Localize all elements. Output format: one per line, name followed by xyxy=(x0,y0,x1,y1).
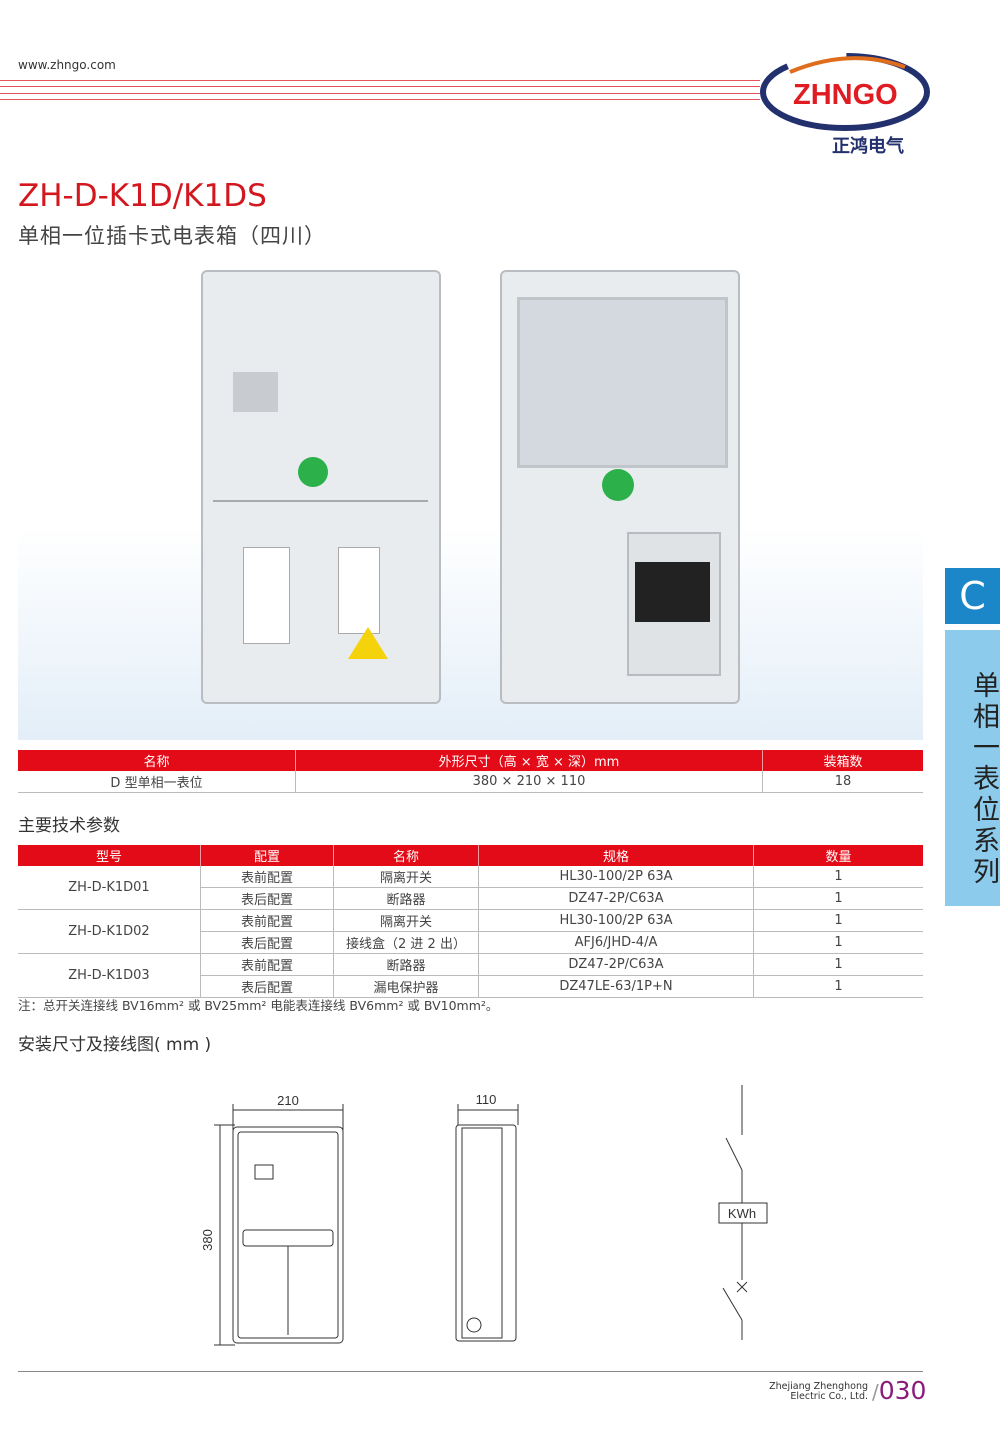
section-tab-letter[interactable]: C xyxy=(945,568,1000,624)
product-model: ZH-D-K1D/K1DS xyxy=(18,178,267,214)
cell: 表后配置 xyxy=(200,931,334,954)
cell: 1 xyxy=(753,909,923,932)
divider xyxy=(0,80,760,81)
cell: 18 xyxy=(762,771,923,793)
cell: 1 xyxy=(753,931,923,954)
cell: HL30-100/2P 63A xyxy=(478,909,754,932)
cell: AFJ6/JHD-4/A xyxy=(478,931,754,954)
model-cell: ZH-D-K1D03 xyxy=(18,953,201,998)
cell: 1 xyxy=(753,887,923,910)
cell: 漏电保护器 xyxy=(333,975,479,998)
section-title: 主要技术参数 xyxy=(18,816,120,836)
logo-text: ZHNGO xyxy=(793,79,898,111)
cell: 隔离开关 xyxy=(333,866,479,888)
cell: 1 xyxy=(753,953,923,976)
company-line: Electric Co., Ltd. xyxy=(790,1391,868,1402)
col-header: 名称 xyxy=(333,845,479,866)
section-tab-label[interactable]: 单相一表位系列 xyxy=(945,630,1000,906)
height-label: 380 xyxy=(200,1229,215,1251)
cell: 表前配置 xyxy=(200,909,334,932)
cell: DZ47-2P/C63A xyxy=(478,887,754,910)
col-header: 规格 xyxy=(478,845,754,866)
product-subtitle: 单相一位插卡式电表箱（四川） xyxy=(18,224,326,248)
width-label: 210 xyxy=(277,1093,299,1108)
cell: HL30-100/2P 63A xyxy=(478,866,754,888)
col-header: 配置 xyxy=(200,845,334,866)
company-logo: ZHNGO 正鸿电气 xyxy=(760,52,930,157)
cell: 断路器 xyxy=(333,953,479,976)
col-header: 装箱数 xyxy=(762,750,923,771)
cell: DZ47LE-63/1P+N xyxy=(478,975,754,998)
meter-label: KWh xyxy=(728,1206,756,1221)
cell: DZ47-2P/C63A xyxy=(478,953,754,976)
cell: 表前配置 xyxy=(200,953,334,976)
meter-box-closed xyxy=(500,270,740,704)
cell: 表前配置 xyxy=(200,866,334,888)
cell: 接线盒（2 进 2 出） xyxy=(333,931,479,954)
company-line: Zhejiang Zhenghong xyxy=(769,1381,868,1392)
divider xyxy=(0,86,760,87)
divider xyxy=(0,99,760,100)
page-number: /030 xyxy=(872,1376,927,1405)
model-cell: ZH-D-K1D01 xyxy=(18,866,201,910)
footer-divider xyxy=(18,1371,923,1372)
cell: 1 xyxy=(753,975,923,998)
wiring-note: 注：总开关连接线 BV16mm² 或 BV25mm² 电能表连接线 BV6mm²… xyxy=(18,998,499,1013)
cell: 380 × 210 × 110 xyxy=(295,771,763,793)
col-header: 型号 xyxy=(18,845,201,866)
depth-label: 110 xyxy=(476,1092,497,1107)
cell: 隔离开关 xyxy=(333,909,479,932)
logo-cn: 正鸿电气 xyxy=(832,136,904,157)
cell: 表后配置 xyxy=(200,975,334,998)
product-photo xyxy=(18,265,923,740)
cell: 断路器 xyxy=(333,887,479,910)
cell: 1 xyxy=(753,866,923,888)
section-title: 安装尺寸及接线图( mm ) xyxy=(18,1035,212,1055)
model-cell: ZH-D-K1D02 xyxy=(18,909,201,954)
cell: D 型单相一表位 xyxy=(18,771,296,793)
website-url[interactable]: www.zhngo.com xyxy=(18,58,116,72)
install-drawing: 210 380 110 KWh xyxy=(200,1085,768,1346)
divider xyxy=(0,93,760,94)
col-header: 外形尺寸（高 × 宽 × 深）mm xyxy=(295,750,763,771)
col-header: 数量 xyxy=(753,845,923,866)
cell: 表后配置 xyxy=(200,887,334,910)
meter-box-open xyxy=(201,270,441,704)
col-header: 名称 xyxy=(18,750,296,771)
page-number-value: 030 xyxy=(878,1376,927,1405)
